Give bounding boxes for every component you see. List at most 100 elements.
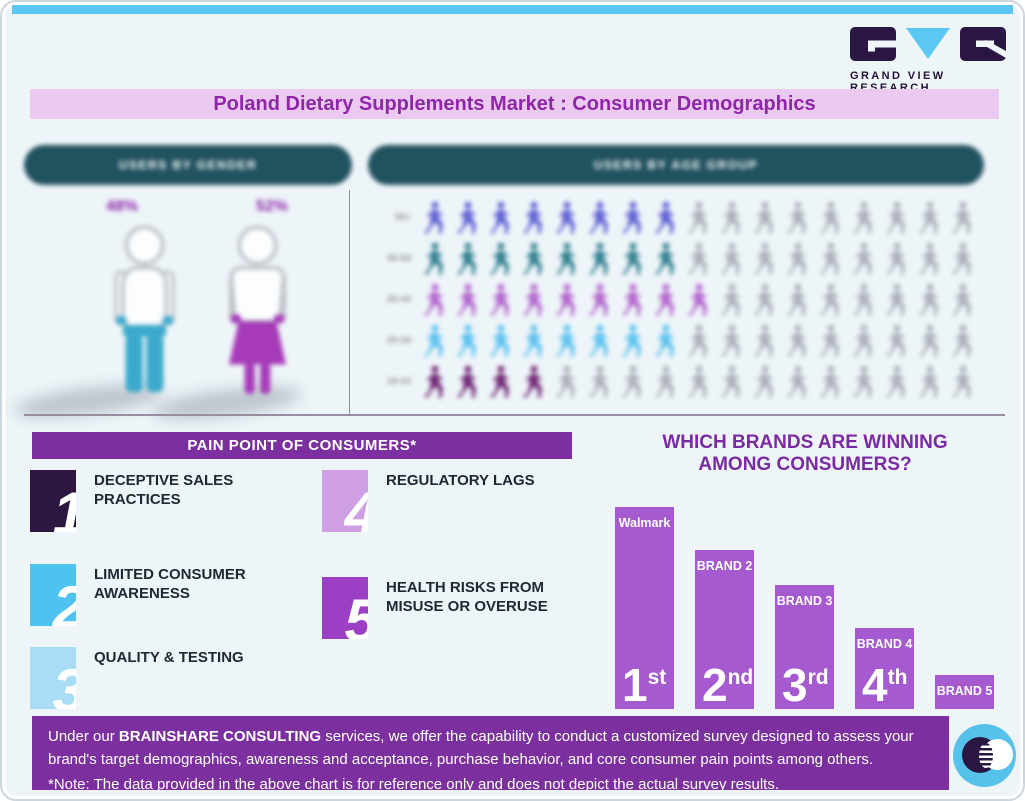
brands-title-line1: WHICH BRANDS ARE WINNING — [662, 432, 948, 453]
brand-bar-label: BRAND 2 — [696, 559, 753, 573]
age-group-label: 55+ — [394, 212, 411, 223]
brand-rank: 3rd — [782, 659, 829, 712]
person-icon — [912, 322, 945, 360]
person-icon — [813, 240, 846, 278]
brand-bar-label: BRAND 5 — [936, 684, 993, 698]
age-row: 25-34 — [367, 320, 978, 361]
person-icon — [549, 240, 582, 278]
age-group-label: 25-34 — [386, 335, 411, 346]
brand-bar: BRAND 5 — [935, 675, 994, 709]
gvr-eye-icon — [953, 724, 1016, 787]
person-icon — [681, 199, 714, 237]
person-icon — [912, 240, 945, 278]
pain-point-item: 2 LIMITED CONSUMER AWARENESS — [30, 564, 299, 626]
person-icon — [648, 199, 681, 237]
brands-title: WHICH BRANDS ARE WINNING AMONG CONSUMERS… — [620, 432, 990, 477]
person-icon — [582, 281, 615, 319]
person-icon — [516, 363, 549, 401]
age-group-label: 35-44 — [386, 294, 411, 305]
brand-bar-label: BRAND 4 — [856, 637, 913, 651]
person-icon — [582, 322, 615, 360]
female-figure-icon — [229, 225, 286, 394]
age-row: 35-44 — [367, 279, 978, 320]
person-icon — [780, 281, 813, 319]
person-icon — [747, 363, 780, 401]
brand-bar-label: BRAND 3 — [776, 594, 833, 608]
person-icon — [615, 199, 648, 237]
age-group-label: 18-24 — [386, 376, 411, 387]
person-icon — [450, 363, 483, 401]
person-icon — [483, 281, 516, 319]
person-icon — [846, 363, 879, 401]
person-icon — [912, 199, 945, 237]
pain-point-label: REGULATORY LAGS — [386, 472, 535, 489]
person-icon — [945, 199, 978, 237]
number-3-icon: 3 — [30, 647, 76, 709]
person-icon — [879, 281, 912, 319]
person-icon — [846, 281, 879, 319]
person-icon — [648, 363, 681, 401]
person-icon — [813, 363, 846, 401]
person-icon — [747, 240, 780, 278]
person-icon — [846, 322, 879, 360]
person-icon — [945, 281, 978, 319]
person-icon — [714, 281, 747, 319]
person-icon — [747, 322, 780, 360]
male-percentage: 48% — [105, 198, 139, 215]
person-icon — [450, 322, 483, 360]
brand-bar: BRAND 4 4th — [855, 628, 914, 709]
person-icon — [516, 199, 549, 237]
brand-bar: BRAND 2 2nd — [695, 550, 754, 709]
footer-disclaimer: *Note: The data provided in the above ch… — [48, 776, 779, 793]
person-icon — [582, 199, 615, 237]
person-icon — [582, 240, 615, 278]
person-icon — [615, 363, 648, 401]
person-icon — [483, 199, 516, 237]
person-icon — [483, 240, 516, 278]
person-icon — [714, 322, 747, 360]
person-icon — [615, 240, 648, 278]
brand-bar: BRAND 3 3rd — [775, 585, 834, 709]
person-icon — [846, 240, 879, 278]
age-row: 18-24 — [367, 361, 978, 402]
person-icon — [417, 199, 450, 237]
pain-point-item: 1 DECEPTIVE SALES PRACTICES — [30, 470, 299, 532]
age-row: 45-54 — [367, 238, 978, 279]
top-accent-strip — [12, 5, 1013, 14]
person-icon — [549, 322, 582, 360]
person-icon — [582, 363, 615, 401]
person-icon — [417, 363, 450, 401]
person-icon — [912, 281, 945, 319]
person-icon — [912, 363, 945, 401]
person-icon — [879, 363, 912, 401]
person-icon — [417, 240, 450, 278]
number-5-icon: 5 — [322, 577, 368, 639]
footer-consulting-note: Under our BRAINSHARE CONSULTING services… — [48, 728, 914, 768]
users-by-age-group-header: USERS BY AGE GROUP — [368, 145, 984, 185]
brand-rank: 2nd — [702, 659, 754, 712]
pain-point-item: 5 HEALTH RISKS FROM MISUSE OR OVERUSE — [322, 577, 591, 639]
brand-rank: 4th — [862, 659, 908, 712]
person-icon — [780, 199, 813, 237]
person-icon — [483, 363, 516, 401]
users-by-gender-header: USERS BY GENDER — [24, 145, 352, 185]
person-icon — [549, 199, 582, 237]
person-icon — [681, 363, 714, 401]
person-icon — [747, 281, 780, 319]
person-icon — [450, 199, 483, 237]
demographics-section: USERS BY GENDER USERS BY AGE GROUP 48% 5… — [2, 142, 1023, 426]
pain-point-label: QUALITY & TESTING — [94, 649, 244, 666]
pain-point-label: LIMITED CONSUMER AWARENESS — [94, 566, 246, 602]
person-icon — [780, 240, 813, 278]
person-icon — [516, 322, 549, 360]
pain-point-label: HEALTH RISKS FROM MISUSE OR OVERUSE — [386, 579, 548, 615]
pain-point-item: 4 REGULATORY LAGS — [322, 470, 591, 532]
person-icon — [714, 199, 747, 237]
person-icon — [879, 199, 912, 237]
person-icon — [417, 322, 450, 360]
person-icon — [681, 281, 714, 319]
person-icon — [879, 322, 912, 360]
number-1-icon: 1 — [30, 470, 76, 532]
age-pictograph: 55+ 45-54 35-44 25-34 18-24 — [367, 197, 978, 402]
